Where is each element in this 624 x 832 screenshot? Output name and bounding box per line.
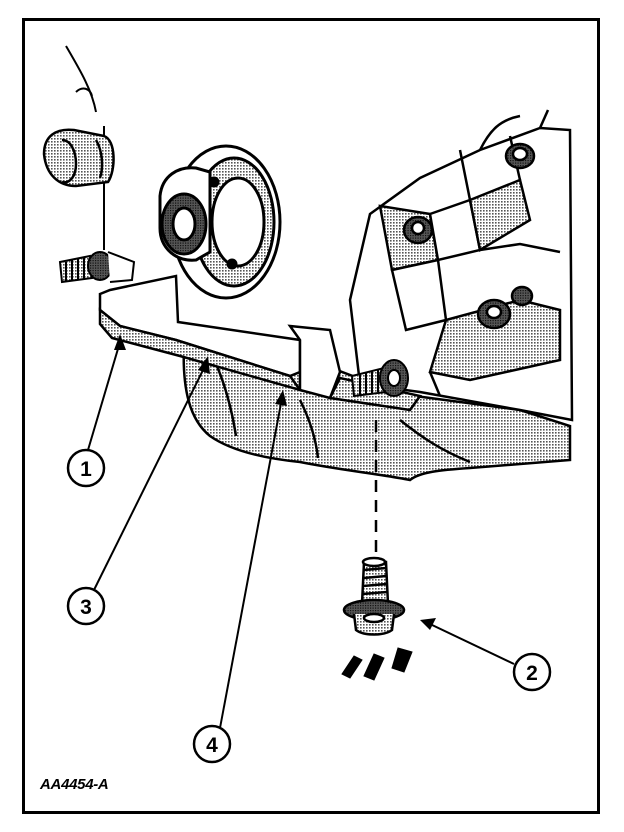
callout-3-label: 3 bbox=[80, 596, 92, 619]
bolt-mid-left bbox=[402, 215, 434, 245]
leader-1 bbox=[87, 341, 121, 451]
callout-2: 2 bbox=[512, 652, 552, 692]
callout-4: 4 bbox=[192, 724, 232, 764]
leader-2 bbox=[429, 623, 515, 665]
stud-left bbox=[58, 251, 136, 284]
leader-3 bbox=[89, 363, 207, 599]
bolt-item-2 bbox=[342, 556, 406, 636]
figure-code: AA4454-A bbox=[40, 776, 109, 793]
bolt-mid-right bbox=[476, 298, 512, 330]
callout-4-label: 4 bbox=[206, 734, 218, 757]
engine-mount-left bbox=[42, 128, 115, 188]
callout-1-label: 1 bbox=[80, 458, 92, 481]
stud-right bbox=[350, 359, 409, 398]
torque-marks bbox=[341, 647, 413, 681]
leader-4 bbox=[219, 397, 283, 729]
crankshaft-pulley bbox=[158, 144, 282, 300]
leader-lines bbox=[87, 341, 515, 729]
block-bolts bbox=[402, 142, 536, 330]
leader-arrowheads bbox=[114, 334, 436, 630]
callout-1: 1 bbox=[66, 448, 106, 488]
callout-3: 3 bbox=[66, 586, 106, 626]
bolt-upper-right bbox=[504, 142, 536, 170]
callout-2-label: 2 bbox=[526, 662, 538, 685]
bolt-lower-right bbox=[510, 285, 534, 307]
